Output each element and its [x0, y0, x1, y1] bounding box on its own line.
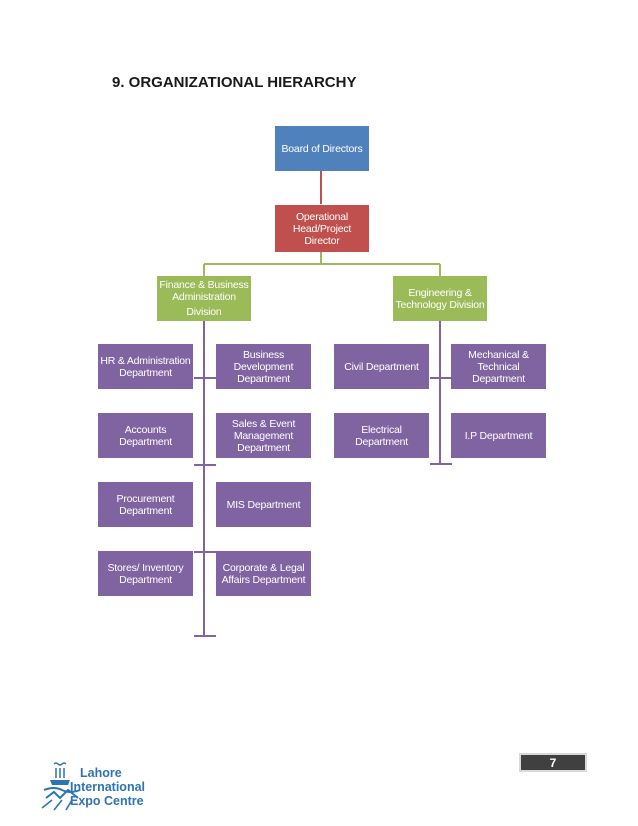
sales-event-management-department-box: Sales & Event Management Department — [216, 413, 311, 458]
ip-department-label: I.P Department — [464, 429, 533, 442]
accounts-department-line-1: Accounts — [124, 423, 167, 436]
accounts-department-line-2: Department — [119, 435, 172, 448]
logo-line-2: International — [70, 780, 146, 794]
electrical-line-2: Department — [355, 435, 408, 448]
logo-line-1: Lahore — [80, 766, 122, 780]
hr-department-line-2: Department — [119, 366, 172, 379]
board-of-directors-box: Board of Directors — [275, 126, 369, 171]
board-of-directors-label: Board of Directors — [281, 142, 363, 155]
operational-head-line-1: Operational — [295, 210, 349, 223]
mis-department-box: MIS Department — [216, 482, 311, 527]
operational-head-line-2: Head/Project — [292, 222, 352, 235]
finance-division-line-3: Division — [186, 306, 222, 318]
accounts-department-box: Accounts Department — [98, 413, 193, 458]
logo-line-3: Expo Centre — [70, 794, 144, 808]
stores-department-line-2: Department — [119, 573, 172, 586]
sales-event-line-1: Sales & Event — [231, 417, 296, 430]
stores-department-line-1: Stores/ Inventory — [107, 561, 184, 574]
page-number: 7 — [549, 755, 557, 770]
stores-inventory-department-box: Stores/ Inventory Department — [98, 551, 193, 596]
procurement-department-box: Procurement Department — [98, 482, 193, 527]
operational-head-line-3: Director — [304, 234, 340, 247]
operational-head-box: Operational Head/Project Director — [275, 205, 369, 252]
engineering-division-line-1: Engineering & — [408, 286, 472, 299]
sales-event-line-2: Management — [233, 429, 294, 442]
business-development-department-box: Business Development Department — [216, 344, 311, 389]
lahore-expo-centre-logo-icon — [41, 762, 81, 811]
electrical-department-box: Electrical Department — [334, 413, 429, 458]
section-heading: 9. ORGANIZATIONAL HIERARCHY — [112, 74, 357, 91]
engineering-division-box: Engineering & Technology Division — [393, 276, 487, 321]
corporate-legal-affairs-department-box: Corporate & Legal Affairs Department — [216, 551, 311, 596]
engineering-division-line-2: Technology Division — [395, 298, 485, 311]
procurement-department-line-2: Department — [119, 504, 172, 517]
civil-department-label: Civil Department — [344, 360, 419, 373]
mechanical-line-2: Technical — [477, 360, 520, 373]
logo-wordmark: Lahore International Expo Centre — [70, 766, 180, 808]
corporate-legal-line-1: Corporate & Legal — [222, 561, 305, 574]
hr-administration-department-box: HR & Administration Department — [98, 344, 193, 389]
civil-department-box: Civil Department — [334, 344, 429, 389]
mechanical-line-1: Mechanical & — [468, 348, 529, 361]
mis-department-label: MIS Department — [226, 498, 301, 511]
procurement-department-line-1: Procurement — [116, 492, 175, 505]
finance-division-line-2: Administration — [172, 291, 236, 303]
finance-division-box: Finance & Business Administration Divisi… — [157, 276, 251, 321]
mechanical-technical-department-box: Mechanical & Technical Department — [451, 344, 546, 389]
page-number-badge: 7 — [519, 753, 587, 772]
hr-department-line-1: HR & Administration — [100, 354, 191, 367]
business-dev-line-1: Business — [242, 348, 284, 361]
corporate-legal-line-2: Affairs Department — [221, 573, 306, 586]
ip-department-box: I.P Department — [451, 413, 546, 458]
electrical-line-1: Electrical — [361, 423, 402, 436]
finance-division-line-1: Finance & Business — [159, 279, 249, 291]
business-dev-line-2: Development — [233, 360, 294, 373]
sales-event-line-3: Department — [237, 441, 290, 454]
mechanical-line-3: Department — [472, 372, 525, 385]
business-dev-line-3: Department — [237, 372, 290, 385]
